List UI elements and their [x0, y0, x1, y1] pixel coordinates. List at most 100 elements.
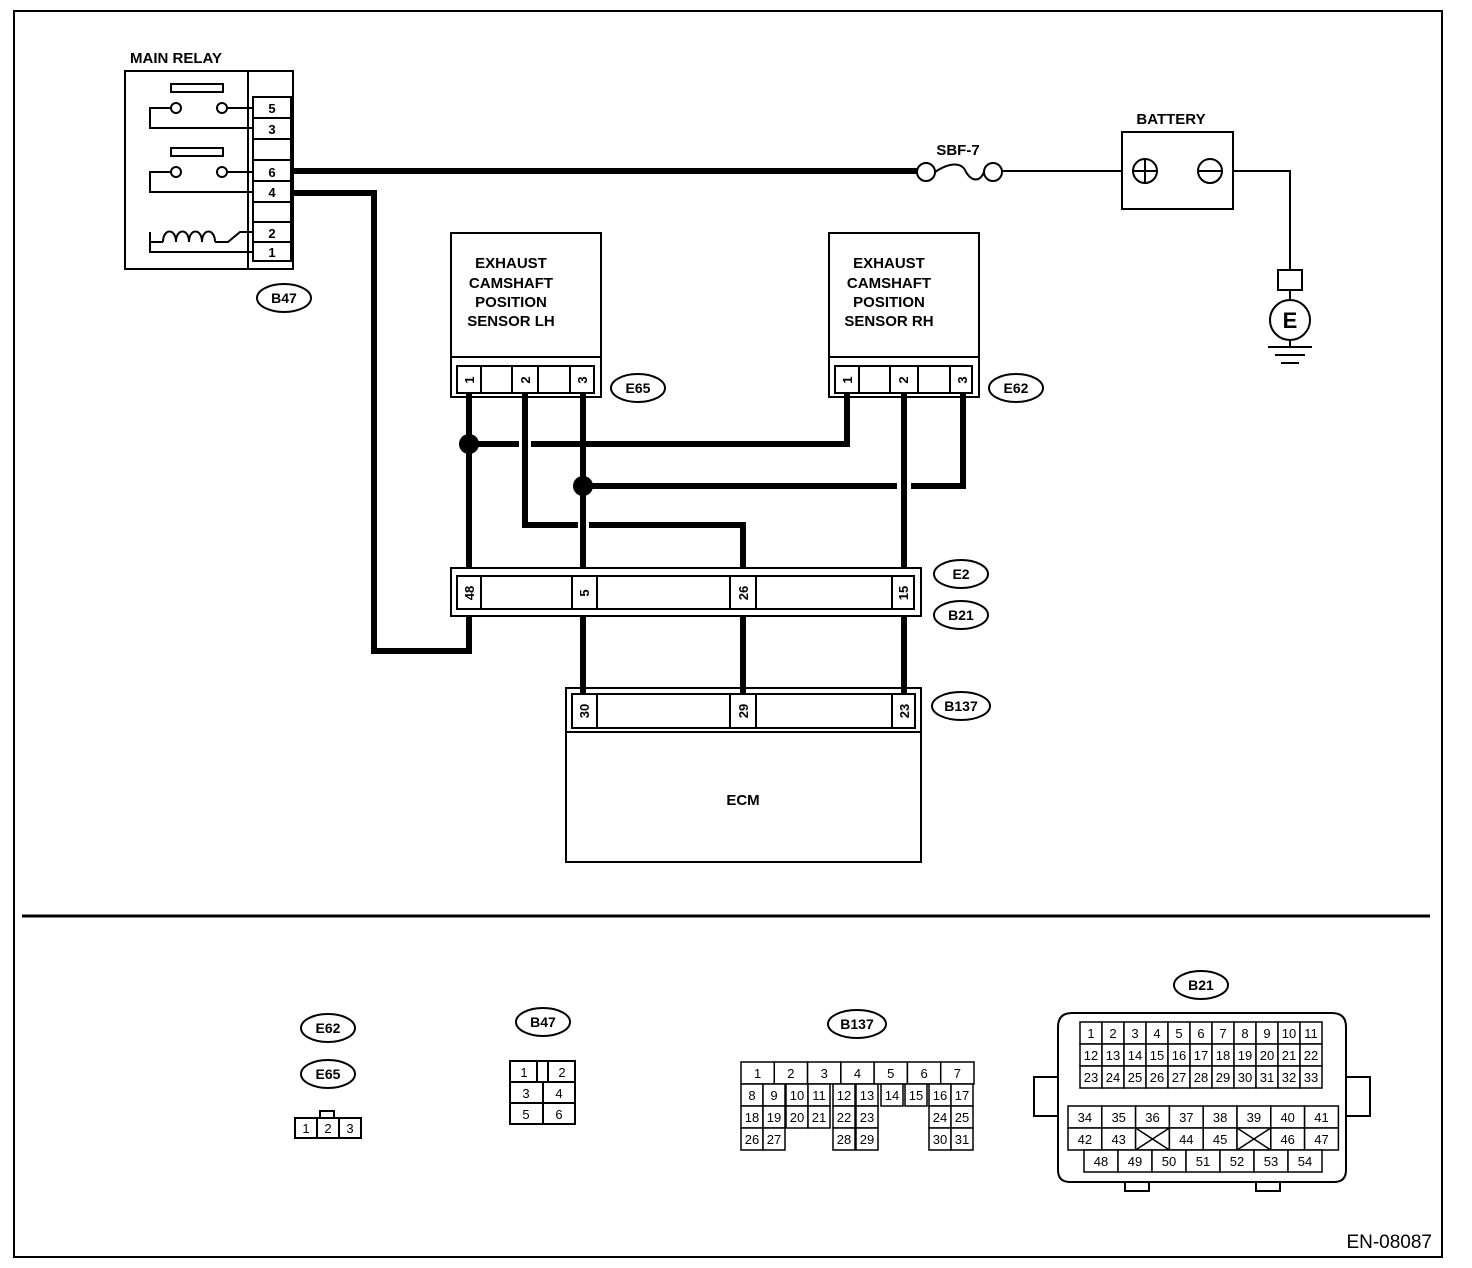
ecm-label: ECM [726, 792, 759, 809]
connector-tag-b137 [931, 691, 991, 721]
splice-junction-1 [459, 434, 479, 454]
legend-tag-b137 [827, 1009, 887, 1039]
pin-label: 17 [955, 1088, 969, 1103]
pin-label: 27 [1172, 1070, 1186, 1085]
pin-label: 24 [933, 1110, 947, 1125]
exhaust-camshaft-sensor-lh: EXHAUST CAMSHAFT POSITION SENSOR LH 1 2 … [450, 232, 666, 403]
wiring [291, 168, 966, 694]
svg-text:B137: B137 [944, 698, 978, 714]
relay-pin-3: 3 [268, 122, 275, 137]
pin-label: 10 [1282, 1026, 1296, 1041]
svg-text:SENSOR RH: SENSOR RH [844, 313, 933, 330]
ecm-pin-29: 29 [736, 704, 751, 718]
sensor-lh-pin-2: 2 [518, 376, 533, 383]
svg-text:2: 2 [558, 1065, 565, 1080]
pin-label: 22 [1304, 1048, 1318, 1063]
main-relay-pin-strip [252, 96, 292, 262]
main-relay-title: MAIN RELAY [130, 50, 222, 67]
legend-tag-e65 [300, 1059, 356, 1089]
pin-label: 23 [860, 1110, 874, 1125]
pin-label: 36 [1145, 1110, 1159, 1125]
diagram-frame [13, 10, 1443, 1258]
pin-label: 30 [1238, 1070, 1252, 1085]
sensor-rh-pin-3: 3 [955, 376, 970, 383]
svg-text:B137: B137 [840, 1016, 874, 1032]
pin-label: 7 [1219, 1026, 1226, 1041]
pin-cell [762, 1127, 786, 1151]
pin-label: 34 [1078, 1110, 1092, 1125]
pin-label: 54 [1298, 1154, 1312, 1169]
pin-label: 49 [1128, 1154, 1142, 1169]
pin-label: 21 [1282, 1048, 1296, 1063]
ecm: 30 29 23 B137 ECM [565, 687, 991, 863]
pin-label: 3 [821, 1066, 828, 1081]
pin-label: 51 [1196, 1154, 1210, 1169]
pin-cell [832, 1127, 856, 1151]
pin-label: 32 [1282, 1070, 1296, 1085]
pin-label: 15 [909, 1088, 923, 1103]
pin-label: 48 [1094, 1154, 1108, 1169]
joint-connector-e2-b21: 48 5 26 15 E2 B21 [450, 559, 989, 630]
battery: BATTERY [1121, 111, 1234, 210]
pin-label: 25 [955, 1110, 969, 1125]
ground-label: E [1283, 308, 1298, 333]
pin-label: 38 [1213, 1110, 1227, 1125]
pin-label: 31 [955, 1132, 969, 1147]
connector-tag-e65 [610, 373, 666, 403]
battery-label: BATTERY [1136, 111, 1205, 128]
pin-label: 45 [1213, 1132, 1227, 1147]
joint-pin-26: 26 [736, 586, 751, 600]
pin-cell [1299, 1065, 1323, 1089]
svg-text:1: 1 [302, 1121, 309, 1136]
pin-label: 24 [1106, 1070, 1120, 1085]
pin-label: 13 [1106, 1048, 1120, 1063]
connector-tag-e62 [988, 373, 1044, 403]
relay-switch-1 [149, 83, 253, 129]
wire-battery-ground [1233, 170, 1291, 270]
pin-label: 15 [1150, 1048, 1164, 1063]
pin-label: 29 [860, 1132, 874, 1147]
wire-relay4-b21-48 [291, 190, 472, 654]
pin-label: 40 [1280, 1110, 1294, 1125]
pin-label: 37 [1179, 1110, 1193, 1125]
pin-cell [950, 1127, 974, 1151]
pin-label: 27 [767, 1132, 781, 1147]
legend-tag-b21 [1173, 970, 1229, 1000]
fuse-sbf7: SBF-7 [916, 142, 1003, 182]
pin-label: 4 [1153, 1026, 1160, 1041]
pin-label: 52 [1230, 1154, 1244, 1169]
pin-label: 19 [1238, 1048, 1252, 1063]
pin-label: 20 [1260, 1048, 1274, 1063]
svg-text:2: 2 [324, 1121, 331, 1136]
svg-text:3: 3 [346, 1121, 353, 1136]
pin-label: 31 [1260, 1070, 1274, 1085]
svg-text:B21: B21 [948, 607, 974, 623]
pin-label: 39 [1247, 1110, 1261, 1125]
svg-text:5: 5 [522, 1107, 529, 1122]
main-relay-body [124, 70, 294, 270]
relay-pin-5: 5 [268, 101, 275, 116]
pin-label: 13 [860, 1088, 874, 1103]
pin-label: 14 [885, 1088, 899, 1103]
relay-pin-6: 6 [268, 165, 275, 180]
svg-text:E62: E62 [1004, 380, 1029, 396]
pin-label: 8 [748, 1088, 755, 1103]
pin-label: 4 [854, 1066, 861, 1081]
pin-label: 47 [1314, 1132, 1328, 1147]
pin-label: 23 [1084, 1070, 1098, 1085]
pin-label: 28 [1194, 1070, 1208, 1085]
fuse-label: SBF-7 [936, 142, 979, 159]
svg-text:E65: E65 [316, 1066, 341, 1082]
exhaust-camshaft-sensor-rh: EXHAUST CAMSHAFT POSITION SENSOR RH 1 2 … [828, 232, 1044, 403]
svg-text:1: 1 [520, 1065, 527, 1080]
svg-text:B47: B47 [271, 290, 297, 306]
svg-text:6: 6 [555, 1107, 562, 1122]
svg-text:POSITION: POSITION [853, 294, 925, 311]
pin-label: 17 [1194, 1048, 1208, 1063]
pin-cell [807, 1105, 831, 1129]
svg-text:4: 4 [555, 1086, 562, 1101]
